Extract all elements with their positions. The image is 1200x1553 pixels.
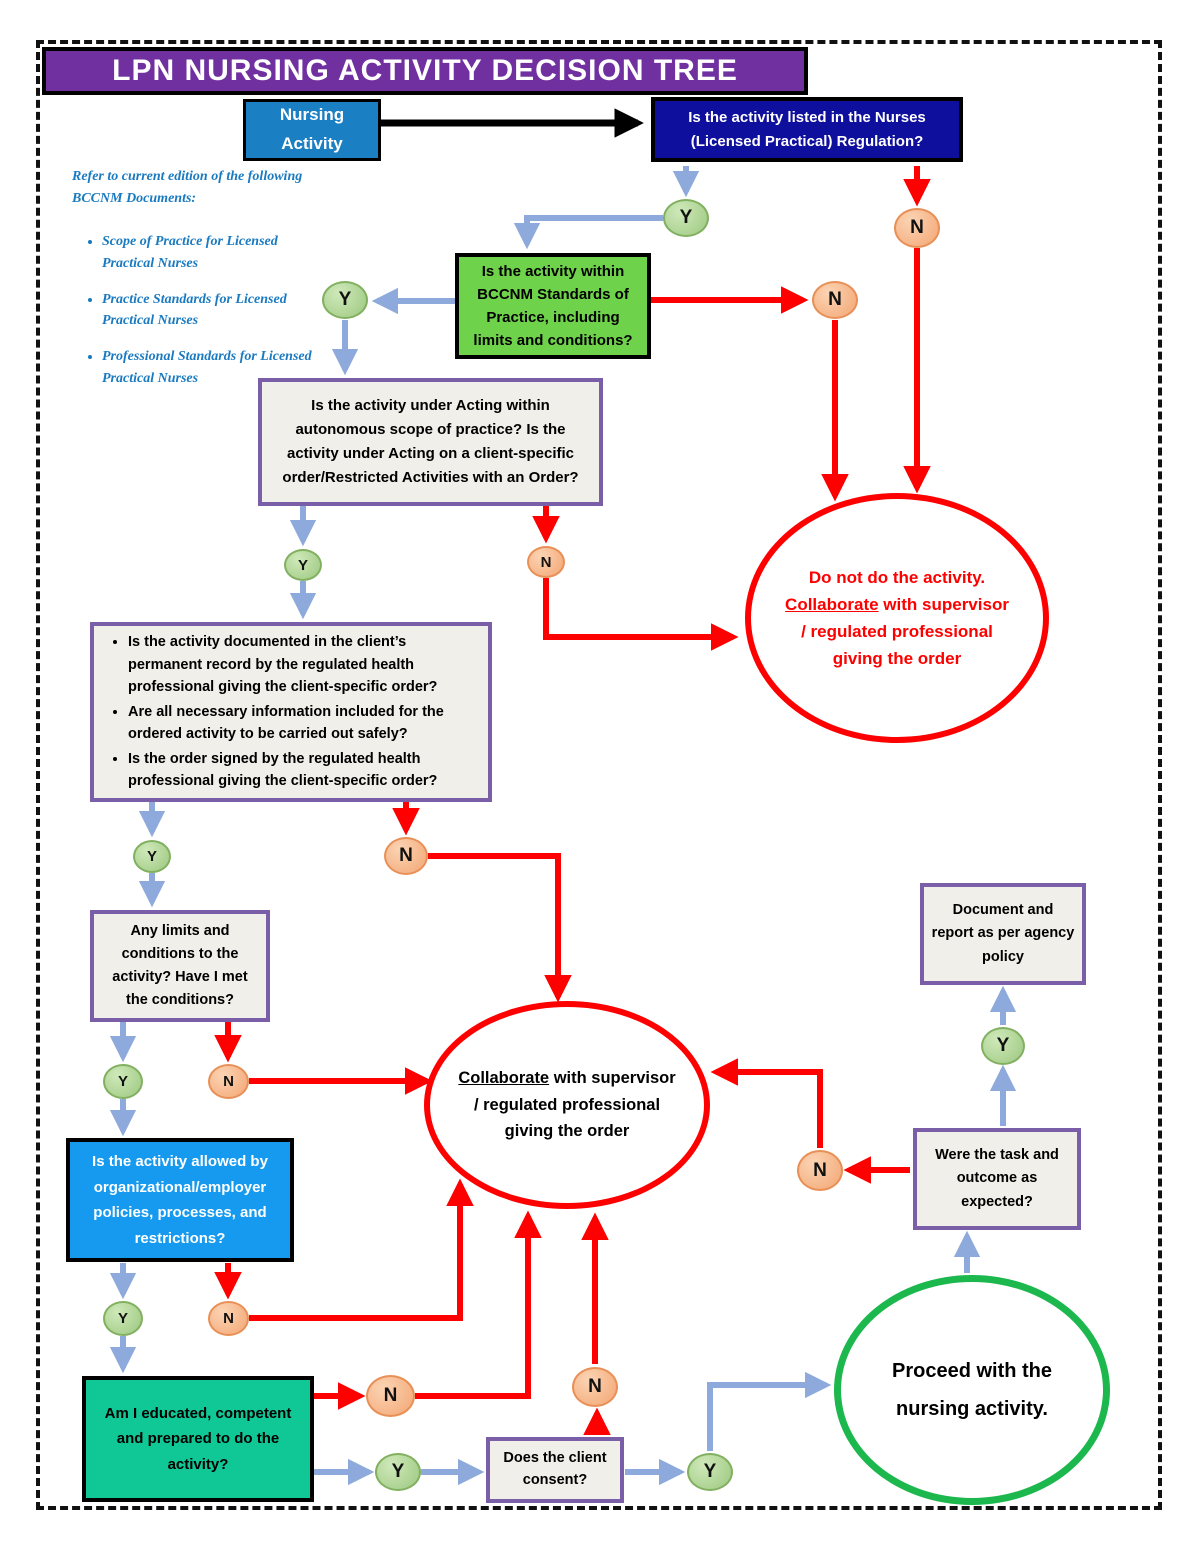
- question-regulation: Is the activity listed in the Nurses (Li…: [651, 97, 963, 162]
- yes-circle-acting: Y: [284, 549, 322, 581]
- list-item: Practice Standards for Licensed Practica…: [102, 289, 330, 332]
- yes-circle-consent: Y: [687, 1453, 733, 1491]
- list-item: Are all necessary information included f…: [128, 701, 474, 746]
- page-border: [36, 40, 1162, 1510]
- no-circle-consent: N: [572, 1367, 618, 1407]
- no-circle-acting: N: [527, 546, 565, 578]
- yes-circle-limits: Y: [103, 1064, 143, 1099]
- list-item: Professional Standards for Licensed Prac…: [102, 346, 330, 389]
- list-item: Is the order signed by the regulated hea…: [128, 748, 474, 793]
- list-item: Scope of Practice for Licensed Practical…: [102, 231, 330, 274]
- start-node: Nursing Activity: [243, 99, 381, 161]
- yes-circle-standards: Y: [322, 281, 368, 319]
- no-circle-outcome: N: [797, 1150, 843, 1191]
- question-order-checks: Is the activity documented in the client…: [90, 622, 492, 802]
- no-circle-standards: N: [812, 281, 858, 319]
- stop-ellipse: Do not do the activity. Collaborate with…: [745, 493, 1049, 743]
- question-limits: Any limits and conditions to the activit…: [90, 910, 270, 1022]
- no-circle-order-checks: N: [384, 837, 428, 875]
- question-acting: Is the activity under Acting within auto…: [258, 378, 603, 506]
- yes-circle-policies: Y: [103, 1301, 143, 1336]
- stop-ellipse-text: Do not do the activity. Collaborate with…: [785, 567, 1009, 669]
- yes-circle-competent: Y: [375, 1453, 421, 1491]
- collaborate-ellipse-text: Collaborate with supervisor / regulated …: [458, 1069, 676, 1141]
- proceed-ellipse: Proceed with the nursing activity.: [834, 1275, 1110, 1505]
- reference-note-intro: Refer to current edition of the followin…: [72, 169, 303, 206]
- reference-note-list: Scope of Practice for Licensed Practical…: [72, 231, 330, 389]
- collaborate-ellipse: Collaborate with supervisor / regulated …: [424, 1001, 710, 1209]
- question-policies: Is the activity allowed by organizationa…: [66, 1138, 294, 1262]
- question-standards: Is the activity within BCCNM Standards o…: [455, 253, 651, 359]
- no-circle-limits: N: [208, 1064, 249, 1099]
- yes-circle-order-checks: Y: [133, 840, 171, 873]
- reference-note: Refer to current edition of the followin…: [72, 166, 330, 404]
- question-competent: Am I educated, competent and prepared to…: [82, 1376, 314, 1502]
- yes-circle-regulation: Y: [663, 199, 709, 237]
- no-circle-competent: N: [366, 1375, 415, 1417]
- document-report-node: Document and report as per agency policy: [920, 883, 1086, 985]
- order-checks-list: Is the activity documented in the client…: [102, 629, 474, 794]
- list-item: Is the activity documented in the client…: [128, 631, 474, 698]
- question-outcome: Were the task and outcome as expected?: [913, 1128, 1081, 1230]
- yes-circle-outcome: Y: [981, 1027, 1025, 1065]
- question-consent: Does the client consent?: [486, 1437, 624, 1503]
- no-circle-regulation: N: [894, 208, 940, 248]
- no-circle-policies: N: [208, 1301, 249, 1336]
- page-title: LPN NURSING ACTIVITY DECISION TREE: [42, 47, 808, 95]
